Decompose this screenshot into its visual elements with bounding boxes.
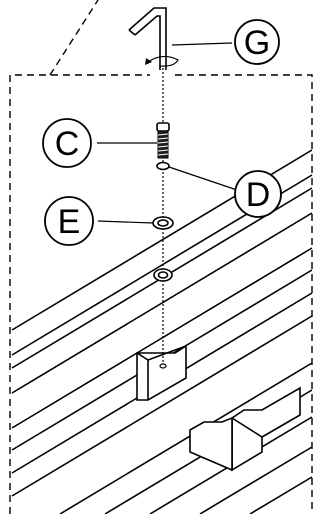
mounting-block	[136, 344, 187, 401]
callout-d: D	[234, 170, 282, 218]
callout-c: C	[42, 118, 92, 168]
leader-lines	[97, 42, 238, 224]
callout-g-label: G	[244, 24, 270, 62]
callout-e-label: E	[58, 203, 81, 241]
detail-frame	[9, 0, 313, 514]
bolt-icon	[156, 122, 170, 159]
lower-washer-icon	[153, 268, 173, 282]
spring-washer-icon	[156, 161, 170, 171]
flat-washer-icon	[152, 216, 174, 230]
callout-c-label: C	[55, 125, 80, 163]
callout-g: G	[234, 19, 280, 65]
callout-d-label: D	[246, 176, 271, 214]
callout-e: E	[44, 196, 94, 246]
hex-key-icon	[128, 7, 179, 70]
lower-bracket	[189, 386, 301, 472]
